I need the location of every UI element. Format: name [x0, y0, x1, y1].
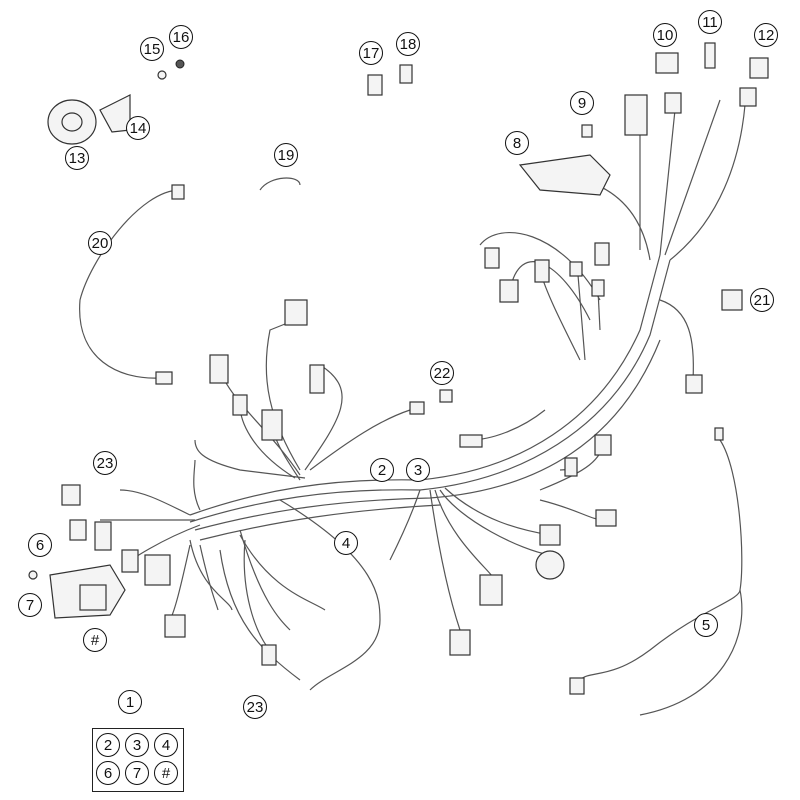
callout-13[interactable]: 13 — [65, 146, 89, 170]
callout-23-upper[interactable]: 23 — [93, 451, 117, 475]
callout-22[interactable]: 22 — [430, 361, 454, 385]
callout-hash[interactable]: # — [83, 628, 107, 652]
connectors — [28, 42, 769, 695]
callout-6[interactable]: 6 — [28, 533, 52, 557]
callout-21[interactable]: 21 — [750, 288, 774, 312]
main-harness — [100, 99, 746, 691]
callout-20[interactable]: 20 — [88, 231, 112, 255]
callout-2[interactable]: 2 — [370, 458, 394, 482]
callout-9[interactable]: 9 — [570, 91, 594, 115]
kit-contents-box — [92, 728, 184, 792]
kit-callout-2[interactable]: 2 — [96, 733, 120, 757]
callout-12[interactable]: 12 — [754, 23, 778, 47]
callout-19[interactable]: 19 — [274, 143, 298, 167]
kit-callout-4[interactable]: 4 — [154, 733, 178, 757]
kit-callout-6[interactable]: 6 — [96, 761, 120, 785]
callout-5[interactable]: 5 — [694, 613, 718, 637]
callout-14[interactable]: 14 — [126, 116, 150, 140]
callout-3[interactable]: 3 — [406, 458, 430, 482]
kit-callout-3[interactable]: 3 — [125, 733, 149, 757]
wire-20 — [79, 189, 181, 379]
callout-4[interactable]: 4 — [334, 531, 358, 555]
callout-8[interactable]: 8 — [505, 131, 529, 155]
callout-11[interactable]: 11 — [698, 10, 722, 34]
callout-10[interactable]: 10 — [653, 23, 677, 47]
callout-7[interactable]: 7 — [18, 593, 42, 617]
kit-callout-hash[interactable]: # — [154, 761, 178, 785]
callout-17[interactable]: 17 — [359, 41, 383, 65]
kit-callout-7[interactable]: 7 — [125, 761, 149, 785]
callout-1[interactable]: 1 — [118, 690, 142, 714]
callout-23-lower[interactable]: 23 — [243, 695, 267, 719]
callout-18[interactable]: 18 — [396, 32, 420, 56]
callout-15[interactable]: 15 — [140, 37, 164, 61]
callout-16[interactable]: 16 — [169, 25, 193, 49]
wire-5 — [579, 439, 743, 681]
